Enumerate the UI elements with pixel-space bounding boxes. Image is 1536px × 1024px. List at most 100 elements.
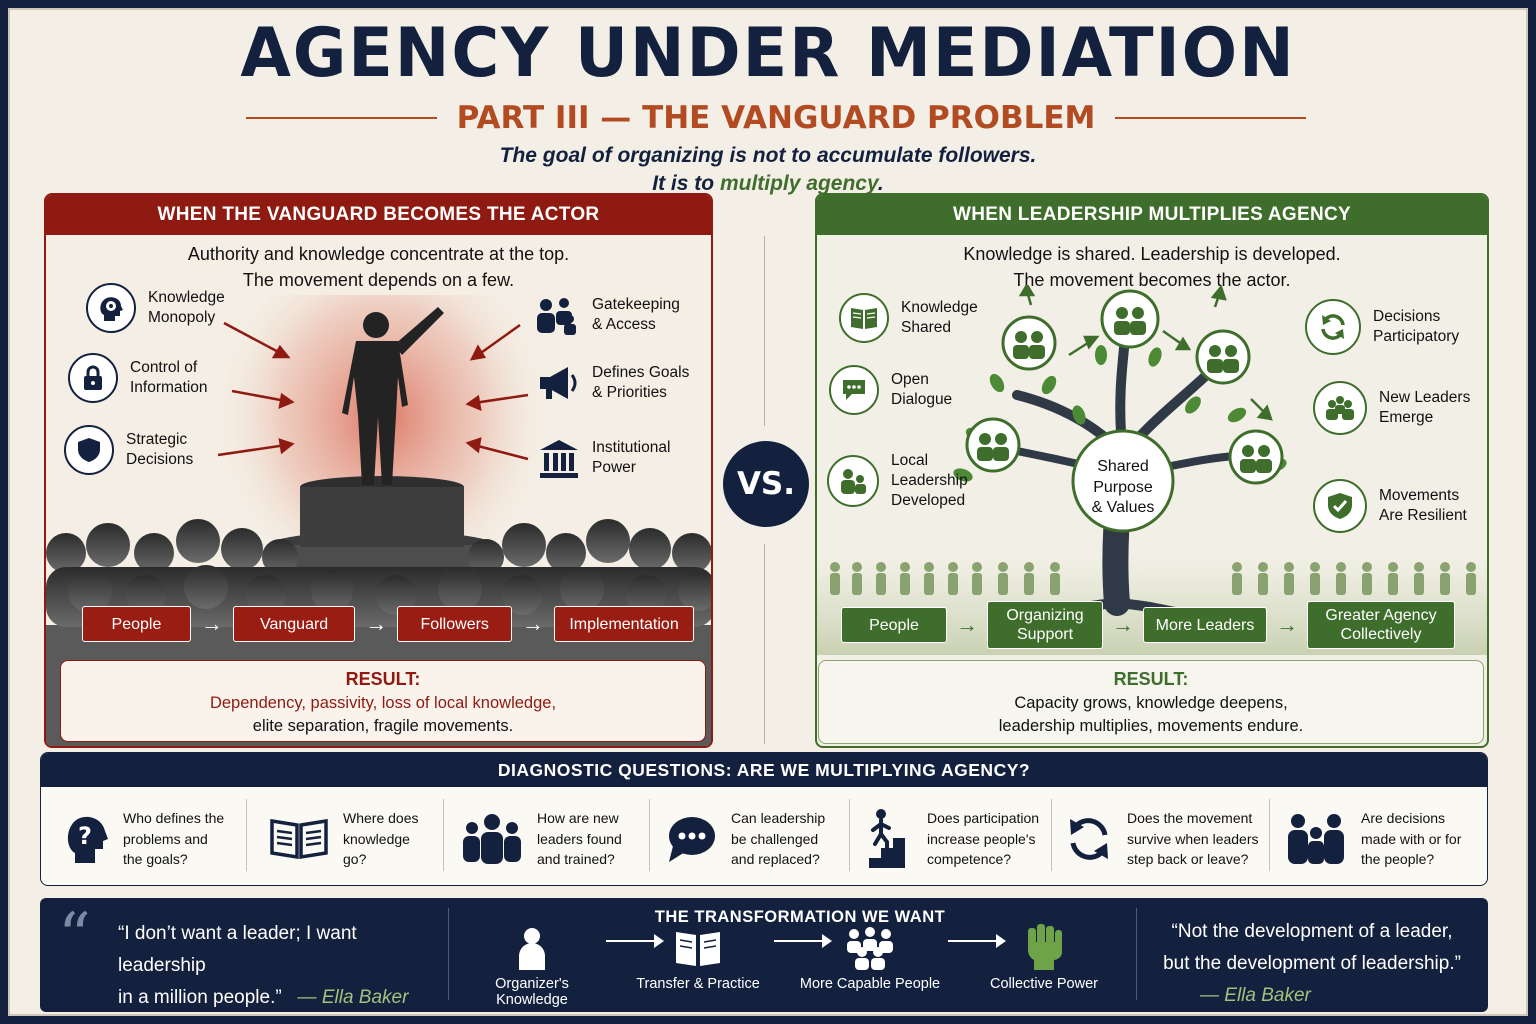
defines-goals-item: Defines Goals& Priorities [536, 363, 689, 403]
chat-dots-icon [669, 817, 715, 862]
step-arrow-head [996, 934, 1006, 948]
step-label: Collective Power [990, 976, 1098, 992]
shared-purpose-label: Shared Purpose & Values [1073, 457, 1173, 519]
question-divider [1051, 799, 1052, 871]
flow-arrow: → [956, 612, 978, 637]
lock-icon [68, 353, 118, 403]
item-label-line-1: Control of [130, 359, 198, 376]
diagnostic-question: Where does knowledge go? [269, 799, 418, 879]
shared-purpose-line-1: Shared [1097, 458, 1149, 475]
diagnostic-heading: DIAGNOSTIC QUESTIONS: ARE WE MULTIPLYING… [41, 753, 1487, 787]
vanguard-flow: People → Vanguard → Followers → Implemen… [82, 604, 694, 644]
tagline-suffix: . [877, 172, 884, 195]
item-label-line-1: Knowledge [148, 289, 225, 306]
leader-node [1100, 289, 1160, 349]
item-label-line-2: Leadership [891, 472, 968, 489]
question-line-2: survive when leaders [1127, 830, 1259, 847]
page-title: AGENCY UNDER MEDIATION [240, 14, 1296, 93]
item-label-line-2: Shared [901, 319, 951, 336]
shield-check-icon [1313, 479, 1367, 533]
pressure-arrows [217, 321, 529, 461]
banner-divider [1136, 908, 1137, 1000]
item-label-line-2: Emerge [1379, 409, 1434, 426]
item-label-line-1: Local [891, 452, 929, 469]
question-line-2: problems and [123, 830, 208, 847]
vanguard-lead-line-2: The movement depends on a few. [242, 270, 515, 290]
diagnostic-panel: DIAGNOSTIC QUESTIONS: ARE WE MULTIPLYING… [40, 752, 1488, 886]
right-quote-line-2: but the development of leadership.” [1163, 953, 1461, 974]
transformation-step: Organizer's Knowledge [458, 920, 606, 1008]
question-line-3: go? [343, 851, 367, 868]
control-of-information-item: Control of Information [68, 353, 208, 403]
question-line-3: and replaced? [731, 851, 820, 868]
green-crowd [830, 562, 1476, 595]
open-book-icon [270, 818, 328, 860]
transformation-step: More Capable People [790, 920, 950, 992]
item-label-line-2: Power [592, 459, 636, 476]
step-label: Transfer & Practice [636, 976, 760, 992]
item-label-line-1: Strategic [126, 431, 188, 448]
flow-step-more-leaders: More Leaders [1143, 607, 1267, 643]
question-line-2: made with or for [1361, 830, 1462, 847]
flow-arrow: → [365, 611, 388, 636]
item-label-line-2: Information [130, 379, 208, 396]
subtitle-rule-right [1115, 117, 1307, 119]
question-line-1: Does participation [927, 810, 1040, 827]
transformation-banner: “ “I don’t want a leader; I want leaders… [40, 898, 1488, 1012]
transformation-heading: THE TRANSFORMATION WE WANT [654, 908, 946, 926]
tagline-prefix: It is to [652, 172, 720, 195]
subtitle-rule-left [246, 117, 437, 119]
leaders-icon [1313, 381, 1367, 435]
step-arrow [948, 940, 1004, 942]
vs-badge: VS. [723, 441, 809, 527]
flow-step-line-1: Greater Agency [1325, 607, 1437, 624]
result-line-2: leadership multiplies, movements endure. [998, 717, 1304, 735]
tagline-highlight: multiply agency [719, 172, 878, 195]
question-line-1: Where does [343, 810, 419, 827]
leader-node [1001, 315, 1057, 371]
item-label-line-1: Open [891, 371, 929, 388]
step-arrow-head [822, 934, 832, 948]
question-line-2: knowledge [343, 830, 410, 847]
item-label-line-2: Monopoly [148, 309, 216, 326]
growth-arrows [1018, 285, 1273, 421]
question-line-1: Does the movement [1127, 810, 1253, 827]
vanguard-lead-line-1: Authority and knowledge concentrate at t… [187, 244, 570, 264]
item-label-line-1: New Leaders [1379, 389, 1471, 406]
question-line-1: How are new [537, 810, 619, 827]
question-divider [649, 799, 650, 871]
stairs-climber-icon [869, 809, 905, 868]
item-label-line-1: Defines Goals [592, 364, 690, 381]
vanguard-result: RESULT: Dependency, passivity, loss of l… [60, 660, 706, 742]
item-label-line-1: Institutional [592, 439, 671, 456]
flow-step-line-1: Organizing [1006, 607, 1084, 624]
megaphone-icon [540, 367, 577, 399]
leadership-panel: WHEN LEADERSHIP MULTIPLIES AGENCY Knowle… [815, 193, 1489, 748]
people-icon [827, 455, 879, 507]
leader-figure [342, 307, 444, 485]
subtitle-row: PART III — THE VANGUARD PROBLEM [246, 98, 1307, 138]
left-quote-line-2: in a million people.” [118, 987, 282, 1008]
step-arrow [606, 940, 662, 942]
flow-step-implementation: Implementation [554, 606, 694, 642]
shield-icon [64, 425, 114, 475]
banner-divider [448, 908, 449, 1000]
tagline-line-1: The goal of organizing is not to accumul… [499, 144, 1037, 167]
item-label-line-1: Decisions [1373, 308, 1441, 325]
question-head-icon: ? [67, 816, 108, 863]
left-quote: “I don’t want a leader; I want leadershi… [118, 918, 448, 1014]
leadership-lead-line-1: Knowledge is shared. Leadership is devel… [963, 244, 1341, 264]
step-label: Organizer's Knowledge [495, 976, 569, 1008]
flow-step-people: People [82, 606, 191, 642]
